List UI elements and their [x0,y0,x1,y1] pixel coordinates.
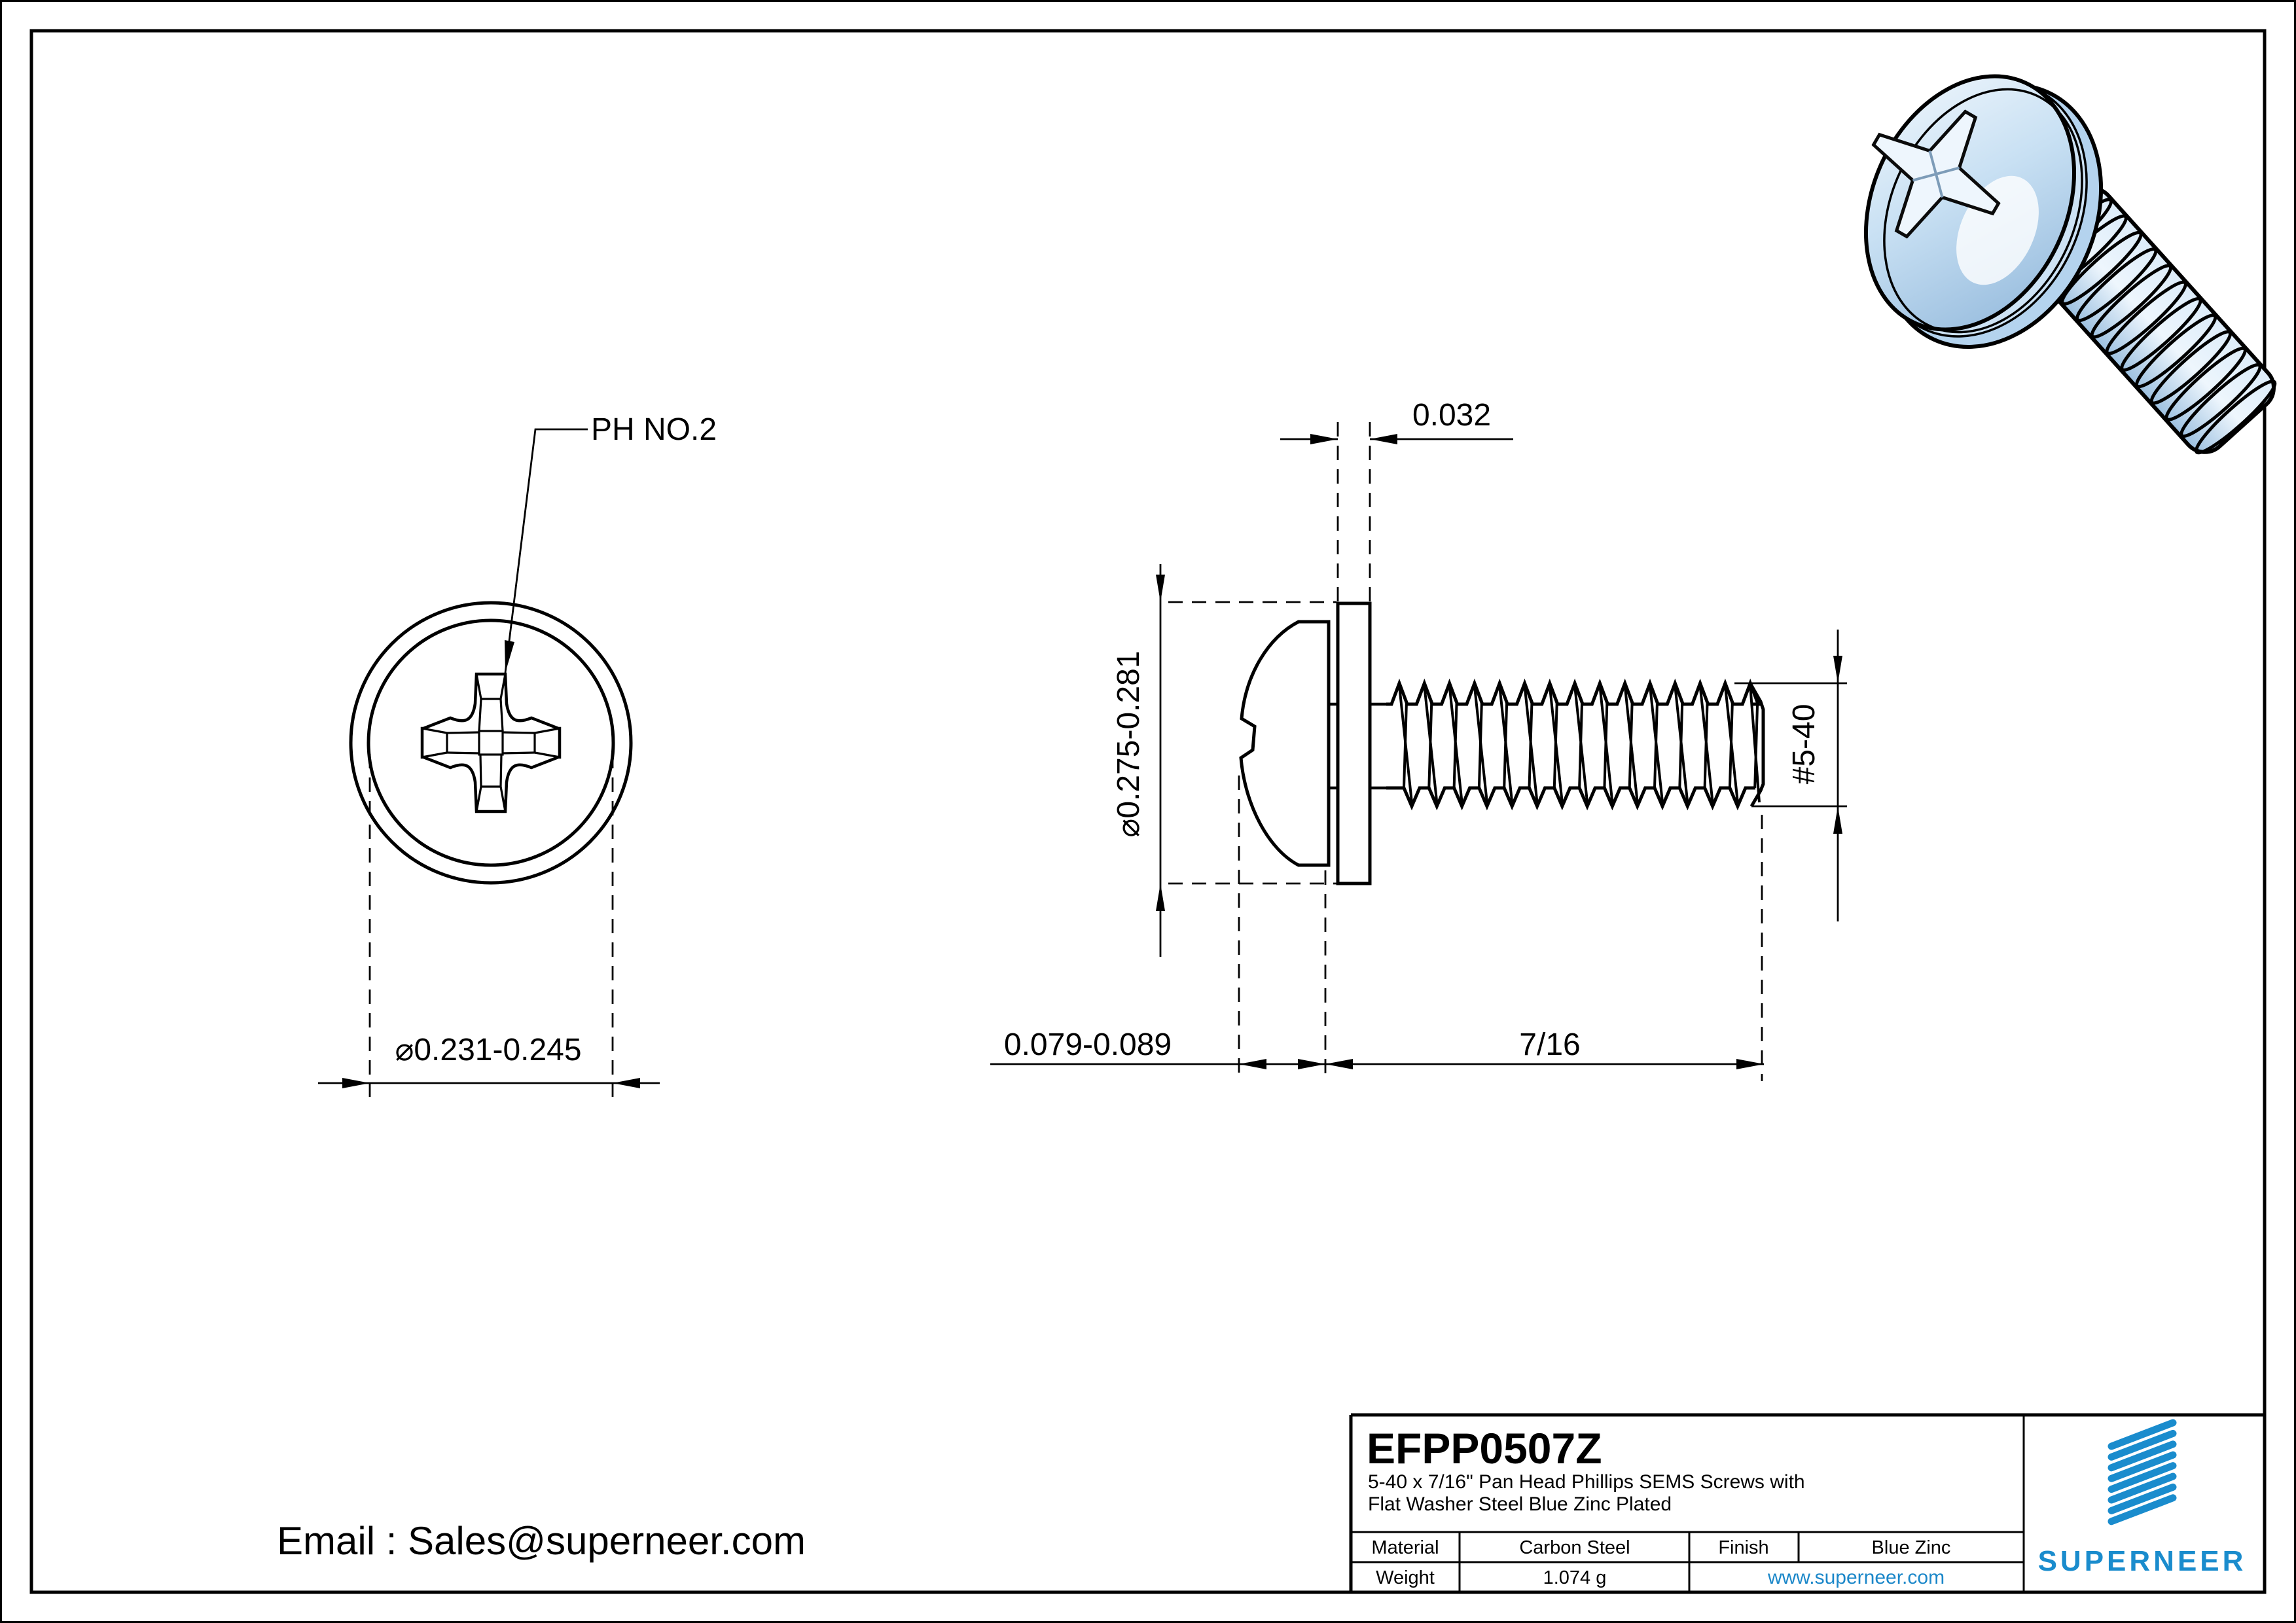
thread-ridge [2134,313,2217,389]
screw-3d-image [1864,74,2277,455]
superneer-wordmark: SUPERNEER [2038,1545,2247,1577]
title-block: EFPP0507Z 5-40 x 7/16" Pan Head Phillips… [1349,1413,2265,1592]
washer-outline-circle [349,601,633,885]
washer-thickness-dimension: 0.032 [1280,398,1513,602]
thread-ridge [2090,264,2173,339]
logo-stripe [2108,1483,2177,1514]
description-line2: Flat Washer Steel Blue Zinc Plated [1368,1493,1672,1515]
thread-ridge [2105,280,2187,355]
head-outline-circle [367,618,615,867]
finish-value: Blue Zinc [1872,1537,1951,1558]
recess-facet-lines [422,673,560,812]
head-diameter-dimension: ⌀0.231-0.245 [318,754,660,1097]
screw-3d-head-rim [1883,88,2083,334]
thread-ridge [2194,380,2277,455]
recess-leader-line [504,428,588,673]
screw-3d-phillips-star [1871,109,2001,239]
thread-size-dimension: #5-40 [1734,630,1847,921]
weight-label: Weight [1376,1567,1435,1588]
superneer-logo-stripes [2108,1419,2177,1525]
thread-ridge [2179,363,2262,438]
logo-stripe [2108,1472,2177,1504]
phillips-recess [420,672,562,813]
thread-size-dim-text: #5-40 [1787,704,1821,785]
washer-diameter-dim-text: ⌀0.275-0.281 [1111,651,1146,837]
logo-stripe [2108,1451,2177,1482]
thread-length-dim-text: 7/16 [1519,1027,1580,1062]
pan-head-profile [1239,620,1331,867]
threaded-shank [1386,678,1761,811]
description-line1: 5-40 x 7/16" Pan Head Phillips SEMS Scre… [1368,1471,1805,1493]
logo-stripe [2108,1429,2177,1461]
part-number: EFPP0507Z [1367,1424,1602,1472]
flat-washer [1336,601,1372,885]
logo-stripe [2108,1462,2177,1493]
length-dimensions: 0.079-0.089 7/16 [990,776,1764,1081]
thread-ridge [2149,330,2233,405]
website-link[interactable]: www.superneer.com [1767,1567,1945,1588]
shank-lines [1329,702,1386,790]
logo-stripe [2108,1440,2177,1472]
washer-diameter-dimension: ⌀0.275-0.281 [1111,564,1336,957]
thread-ridge [2120,296,2202,372]
weight-value: 1.074 g [1543,1567,1607,1588]
thread-ridge [2164,346,2247,421]
material-value: Carbon Steel [1519,1537,1630,1558]
head-height-dim-text: 0.079-0.089 [1004,1027,1172,1062]
head-diameter-dim-text: ⌀0.231-0.245 [395,1033,581,1067]
thread-tip [1748,682,1765,808]
contact-email: Email : Sales@superneer.com [277,1519,806,1563]
front-view: PH NO.2 ⌀0.231-0.245 [318,412,717,1097]
logo-stripe [2108,1419,2177,1450]
side-view: 0.032 ⌀0.275-0.281 #5-40 0.079-0.089 [990,398,1847,1081]
finish-label: Finish [1718,1537,1768,1558]
material-label: Material [1371,1537,1439,1558]
thread-ridge [2060,230,2143,306]
logo-stripe [2108,1494,2177,1525]
recess-label: PH NO.2 [591,412,717,447]
washer-thickness-dim-text: 0.032 [1412,398,1491,433]
thread-ridge [2075,247,2158,323]
